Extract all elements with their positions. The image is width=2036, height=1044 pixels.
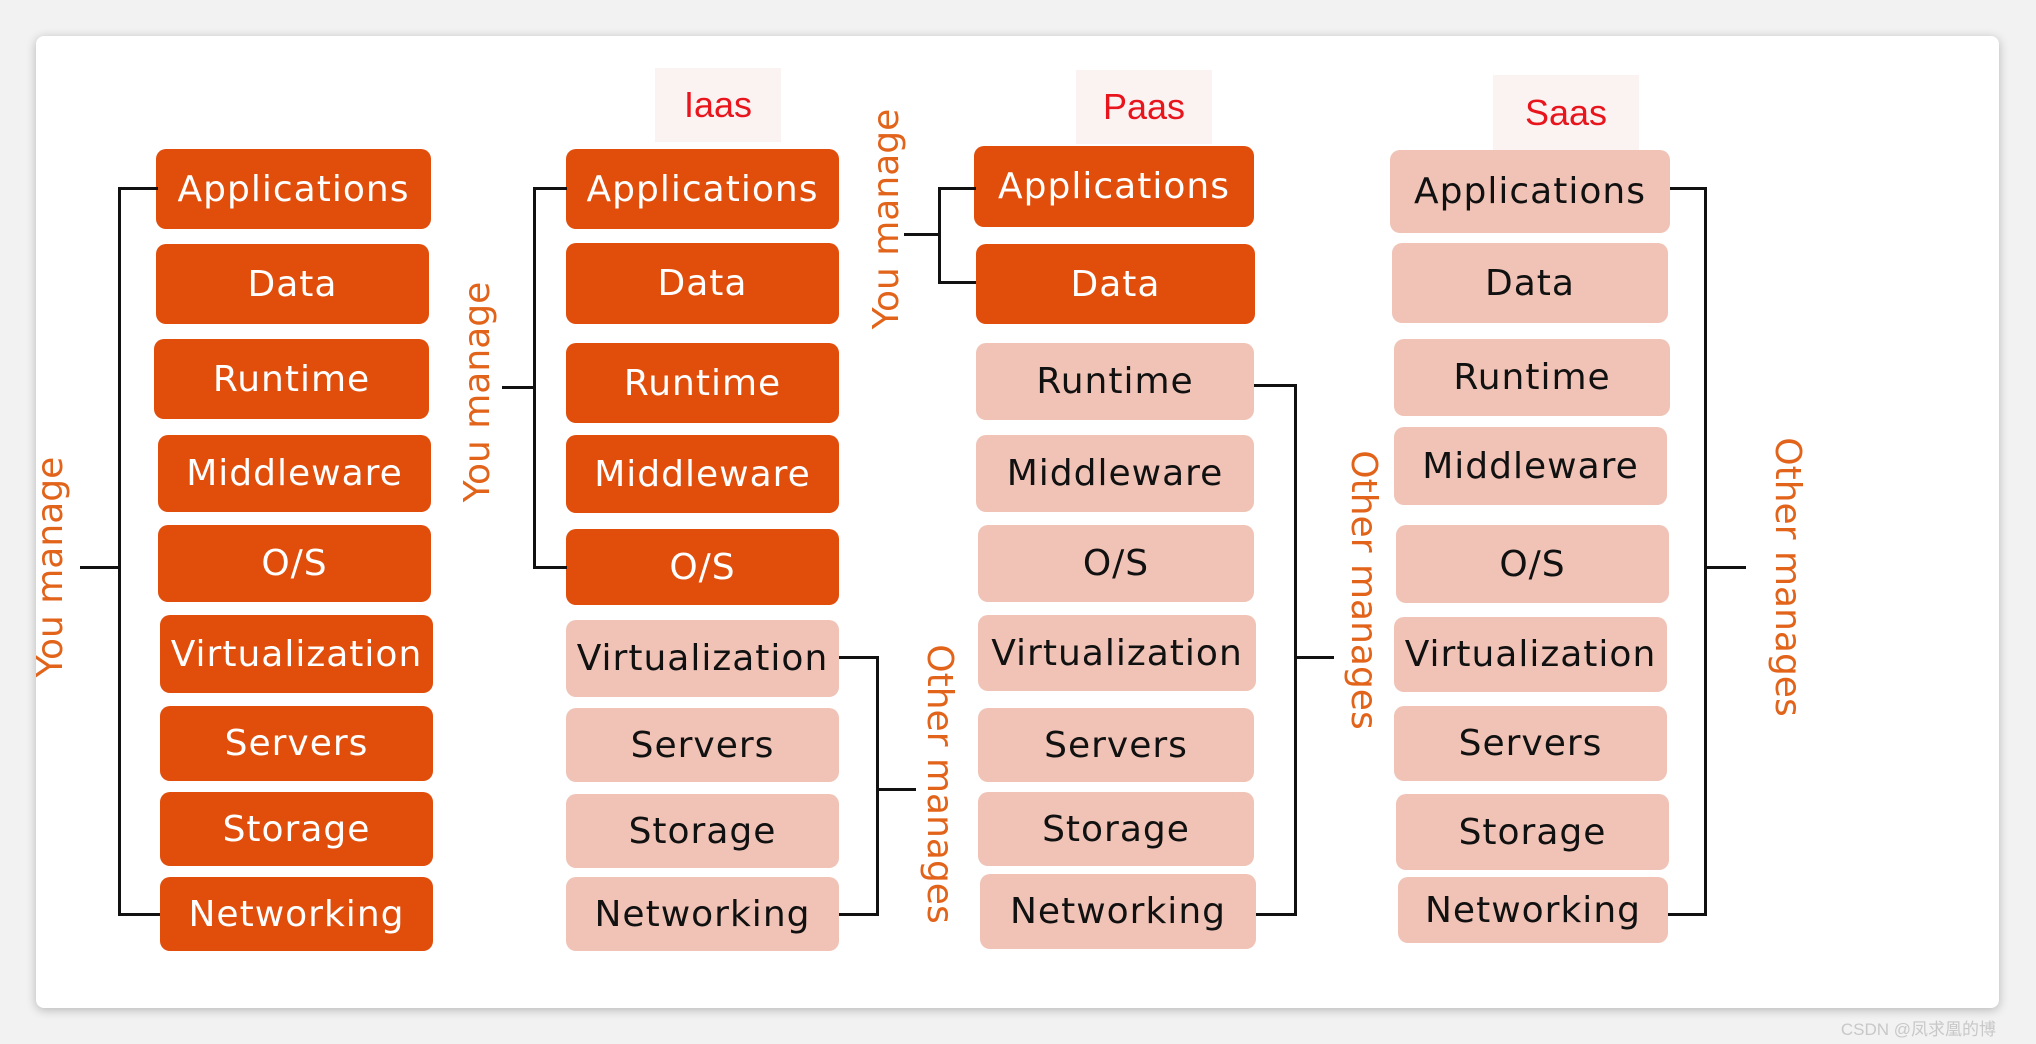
onprem-storage: Storage [160,792,433,866]
onprem-bracket-bottom [118,913,160,916]
paas-you-bracket-bottom [938,281,976,284]
saas-applications: Applications [1390,150,1670,233]
saas-networking: Networking [1398,877,1668,943]
onprem-bracket-top [118,187,158,190]
paas-middleware: Middleware [976,435,1254,512]
saas-title: Saas [1493,75,1639,151]
onprem-you-manage-label: You manage [29,456,71,678]
iaas-title: Iaas [655,68,781,142]
saas-other-bracket-top [1670,187,1707,190]
iaas-middleware: Middleware [566,435,839,513]
iaas-storage: Storage [566,794,839,868]
saas-other-bracket-bottom [1668,913,1707,916]
saas-middleware: Middleware [1394,427,1667,505]
saas-other-manages-label: Other manages [1767,437,1809,717]
onprem-bracket-vertical [118,187,121,915]
onprem-data: Data [156,244,429,324]
paas-you-manage-label: You manage [865,108,907,330]
paas-other-bracket-top [1254,384,1297,387]
iaas-other-manages-label: Other manages [919,644,961,924]
onprem-bracket-stem [80,566,120,569]
iaas-networking: Networking [566,877,839,951]
paas-servers: Servers [978,708,1254,782]
onprem-servers: Servers [160,706,433,781]
saas-virtualization: Virtualization [1394,617,1667,692]
saas-servers: Servers [1394,706,1667,781]
paas-networking: Networking [980,874,1256,949]
saas-other-bracket-vertical [1704,187,1707,915]
saas-data: Data [1392,243,1668,323]
onprem-applications: Applications [156,149,431,229]
iaas-other-bracket-stem [876,788,916,791]
iaas-you-manage-label: You manage [456,281,498,503]
paas-virtualization: Virtualization [978,615,1256,691]
iaas-other-bracket-bottom [839,913,879,916]
iaas-you-bracket-vertical [533,187,536,568]
onprem-os: O/S [158,525,431,602]
paas-other-bracket-vertical [1294,384,1297,915]
saas-storage: Storage [1396,794,1669,870]
iaas-you-bracket-bottom [533,566,567,569]
paas-you-bracket-top [938,187,976,190]
onprem-runtime: Runtime [154,339,429,419]
paas-you-bracket-stem [904,233,940,236]
saas-other-bracket-stem [1704,566,1746,569]
onprem-networking: Networking [160,877,433,951]
iaas-servers: Servers [566,708,839,782]
paas-data: Data [976,244,1255,324]
paas-other-manages-label: Other manages [1343,450,1385,730]
iaas-other-bracket-vertical [876,656,879,915]
iaas-applications: Applications [566,149,839,229]
iaas-data: Data [566,243,839,324]
onprem-middleware: Middleware [158,435,431,512]
paas-applications: Applications [974,146,1254,227]
saas-runtime: Runtime [1394,339,1670,416]
paas-runtime: Runtime [976,343,1254,420]
saas-os: O/S [1396,525,1669,603]
iaas-other-bracket-top [839,656,879,659]
paas-storage: Storage [978,792,1254,866]
paas-title: Paas [1076,70,1212,144]
iaas-you-bracket-top [533,187,567,190]
iaas-you-bracket-stem [502,386,536,389]
watermark: CSDN @凤求凰的博 [1840,1020,1996,1039]
iaas-runtime: Runtime [566,343,839,423]
iaas-virtualization: Virtualization [566,620,839,697]
paas-other-bracket-bottom [1256,913,1297,916]
paas-other-bracket-stem [1294,656,1334,659]
paas-os: O/S [978,525,1254,602]
onprem-virtualization: Virtualization [160,615,433,693]
iaas-os: O/S [566,529,839,605]
